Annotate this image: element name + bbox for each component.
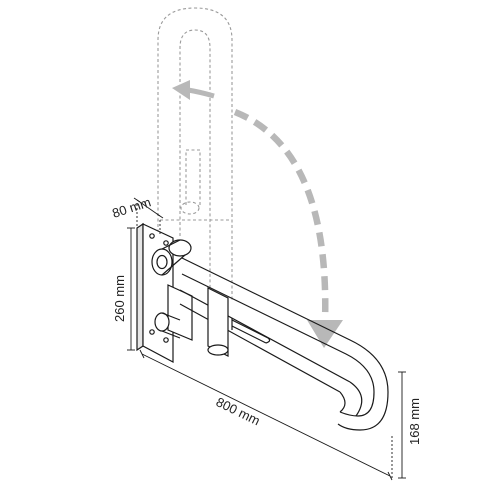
height-dimension-label: 260 mm xyxy=(112,275,127,322)
wall-plate-edge xyxy=(136,222,144,352)
outer-rail xyxy=(181,257,389,431)
lower-bracket xyxy=(167,284,193,341)
screw-icon xyxy=(163,240,169,246)
length-dimension-label: 800 mm xyxy=(214,394,263,428)
support-leg xyxy=(207,287,229,357)
pivot-housing xyxy=(168,239,192,257)
screw-icon xyxy=(149,329,155,335)
depth-dimension-label: 80 mm xyxy=(110,194,152,221)
roll-holder xyxy=(231,318,271,344)
screw-icon xyxy=(163,337,169,343)
dimension-lines xyxy=(127,197,406,481)
raised-position-outline xyxy=(157,7,233,300)
width-dimension-label: 168 mm xyxy=(407,398,422,445)
rotation-arrow-icon xyxy=(172,80,343,348)
screw-icon xyxy=(149,233,155,239)
grab-bar xyxy=(136,222,389,431)
